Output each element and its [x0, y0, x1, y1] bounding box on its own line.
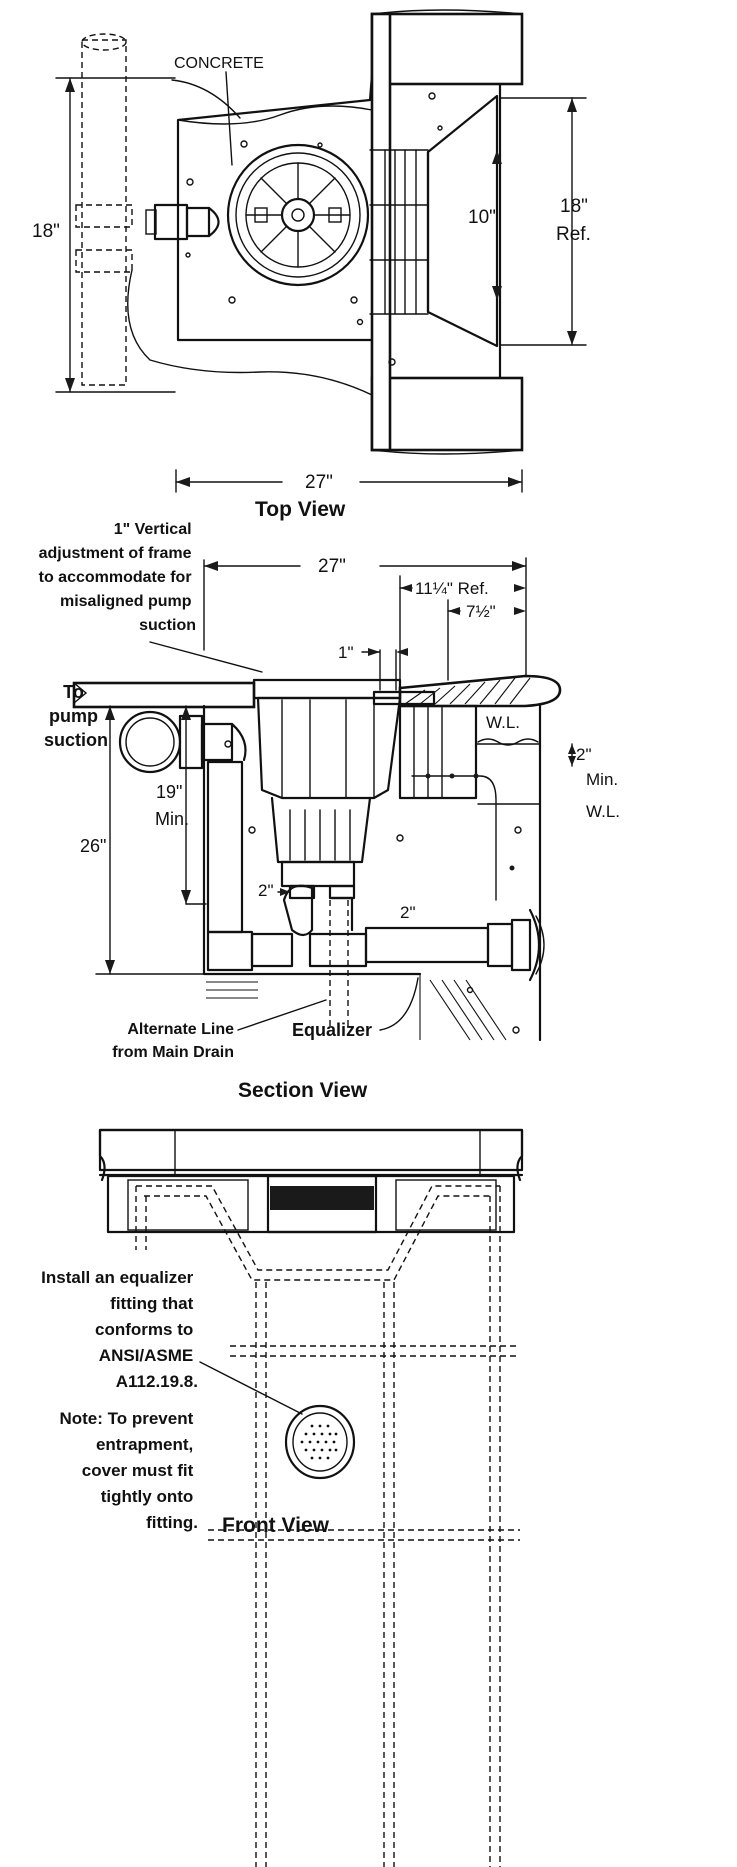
- pump-suction-pipe: [118, 710, 368, 972]
- dim-26: [95, 705, 205, 975]
- install-note-line: A112.19.8.: [116, 1372, 198, 1391]
- adjustment-note-line: to accommodate for: [39, 569, 192, 586]
- front-lid: [98, 1128, 524, 1234]
- dim-19: [181, 705, 207, 905]
- dim-11-ref-label: 11¼" Ref.: [415, 579, 489, 598]
- dim-18-right: [499, 97, 587, 346]
- install-note-line: conforms to: [95, 1320, 193, 1339]
- equalizer-fitting: [284, 1404, 356, 1480]
- section-view: 1" Vertical adjustment of frame to accom…: [39, 521, 620, 1102]
- equalizer-pipe: [364, 908, 545, 982]
- concrete-leader: [225, 71, 233, 166]
- dim-27-top: [175, 469, 523, 493]
- front-view-title: Front View: [222, 1514, 330, 1537]
- entrapment-note-line: fitting.: [146, 1513, 198, 1532]
- adjustment-leader: [149, 641, 263, 673]
- min-wl-1: Min.: [586, 770, 618, 789]
- dim-18-right-suffix: Ref.: [556, 224, 591, 245]
- concrete-specks: [185, 92, 443, 366]
- wl-label: W.L.: [486, 713, 520, 732]
- top-view: CONCRETE 18" 10" 18" Ref.: [32, 9, 591, 521]
- skimmer-body: [252, 678, 478, 900]
- entrapment-note-line: entrapment,: [96, 1435, 193, 1454]
- dim-2-wl-label: 2": [576, 745, 592, 764]
- install-note-line: fitting that: [110, 1294, 193, 1313]
- pipe-2-left-label: 2": [258, 881, 274, 900]
- section-specks: [224, 740, 522, 1034]
- pump-label-line: suction: [44, 730, 108, 750]
- section-view-title: Section View: [238, 1079, 368, 1102]
- pump-fitting: [145, 203, 220, 241]
- adjustment-note: 1" Vertical adjustment of frame to accom…: [39, 521, 196, 634]
- front-view: Install an equalizer fitting that confor…: [41, 1128, 524, 1867]
- pump-label-line: pump: [49, 706, 98, 726]
- dim-10: [492, 149, 502, 301]
- dim-18-right-label: 18": [560, 196, 588, 217]
- entrapment-note-line: cover must fit: [82, 1461, 194, 1480]
- deck-coping: [398, 674, 562, 708]
- dim-11-ref: [399, 575, 526, 681]
- adjustment-note-line: 1" Vertical: [114, 521, 192, 538]
- entrapment-note: Note: To prevent entrapment, cover must …: [59, 1409, 198, 1532]
- install-note-line: Install an equalizer: [41, 1268, 193, 1287]
- alternate-line-1: Alternate Line: [127, 1021, 234, 1038]
- dim-1-label: 1": [338, 643, 354, 662]
- skimmer-basket: [226, 143, 370, 287]
- dim-2-wl: [568, 743, 576, 767]
- adjustment-note-line: misaligned pump: [60, 593, 192, 610]
- dim-18-left-label: 18": [32, 221, 60, 242]
- adjustment-note-line: adjustment of frame: [39, 545, 192, 562]
- pipe-2-right-label: 2": [400, 903, 416, 922]
- dim-10-label: 10": [468, 207, 496, 228]
- deck-slab: [72, 681, 256, 709]
- dim-7-label: 7½": [466, 602, 496, 621]
- min-wl-2: W.L.: [586, 802, 620, 821]
- front-throat-opening: [270, 1186, 374, 1210]
- install-note: Install an equalizer fitting that confor…: [41, 1268, 198, 1391]
- adjustment-note-line: suction: [139, 617, 196, 634]
- entrapment-note-line: Note: To prevent: [59, 1409, 193, 1428]
- concrete-label: CONCRETE: [174, 55, 264, 72]
- dim-27-section: [203, 557, 527, 681]
- equalizer-label: Equalizer: [292, 1020, 372, 1040]
- front-throat: [266, 1174, 378, 1234]
- entrapment-note-line: tightly onto: [101, 1487, 194, 1506]
- dim-18-left: [55, 77, 176, 393]
- dashed-vertical-pipe: [75, 33, 133, 386]
- dim-1: [361, 648, 408, 691]
- install-note-line: ANSI/ASME: [99, 1346, 193, 1365]
- dim-27-section-label: 27": [318, 556, 346, 577]
- install-leader: [199, 1361, 303, 1415]
- alternate-line-2: from Main Drain: [112, 1044, 234, 1061]
- pump-label: To pump suction: [44, 682, 108, 750]
- pool-wall: [370, 9, 524, 455]
- front-hidden-body: [135, 1185, 520, 1867]
- pump-label-line: To: [63, 682, 84, 702]
- dim-19-label: 19": [156, 782, 182, 802]
- top-view-title: Top View: [255, 498, 346, 521]
- dim-27-top-label: 27": [305, 472, 333, 493]
- concrete-body: [176, 73, 502, 397]
- dim-19-min: Min.: [155, 809, 189, 829]
- dim-26-label: 26": [80, 836, 106, 856]
